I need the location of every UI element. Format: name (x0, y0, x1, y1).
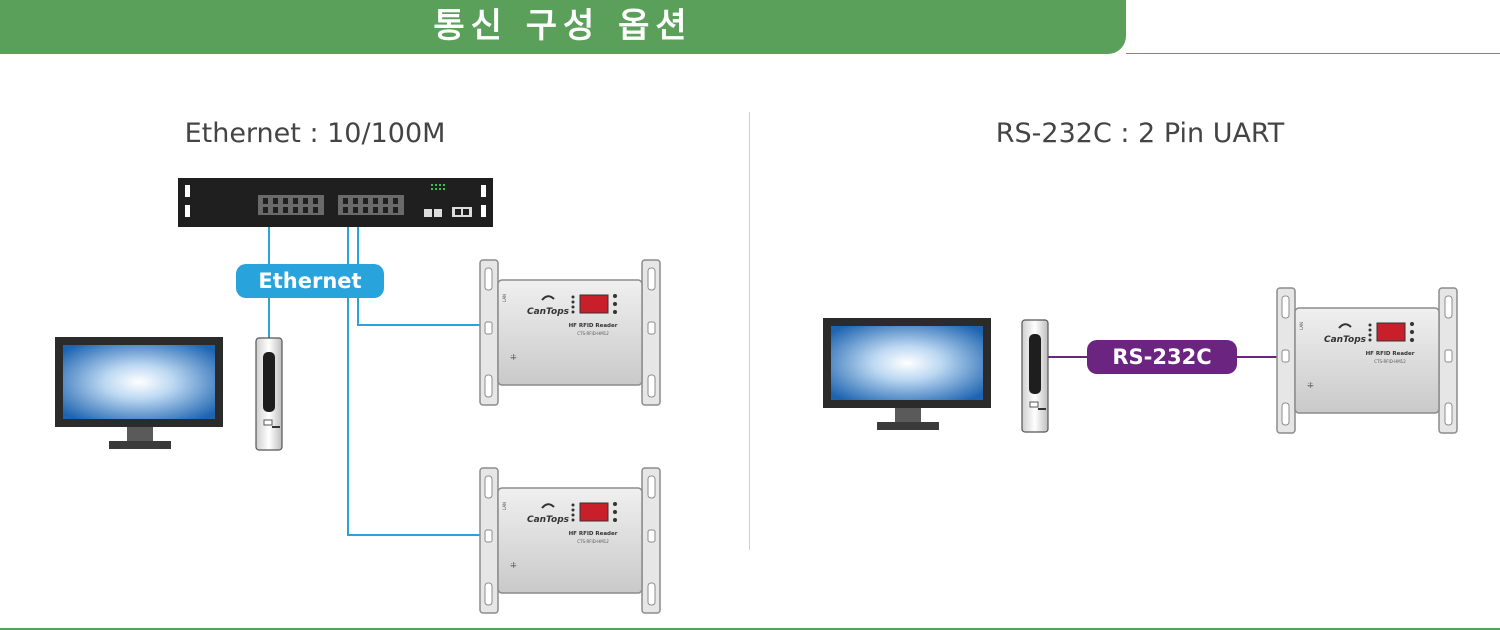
rs232-section-title: RS-232C : 2 Pin UART (995, 118, 1285, 149)
ethernet-rfid-reader-2 (479, 467, 661, 614)
header-banner (0, 0, 1126, 54)
section-divider (749, 112, 750, 550)
rs232-pc-tower (1021, 319, 1049, 433)
header-rule (1126, 53, 1500, 54)
footer-rule (0, 628, 1500, 630)
ethernet-monitor (55, 337, 223, 449)
rs232-connection-label: RS-232C (1087, 340, 1237, 374)
ethernet-section-title: Ethernet : 10/100M (184, 118, 446, 149)
ethernet-connection-label: Ethernet (236, 264, 384, 298)
rs232-rfid-reader (1276, 287, 1458, 434)
ethernet-rfid-reader-1 (479, 259, 661, 406)
network-switch (178, 178, 493, 227)
page-title: 통신 구성 옵션 (433, 6, 693, 46)
rs232-monitor (823, 318, 991, 430)
ethernet-pc-tower (255, 337, 283, 451)
